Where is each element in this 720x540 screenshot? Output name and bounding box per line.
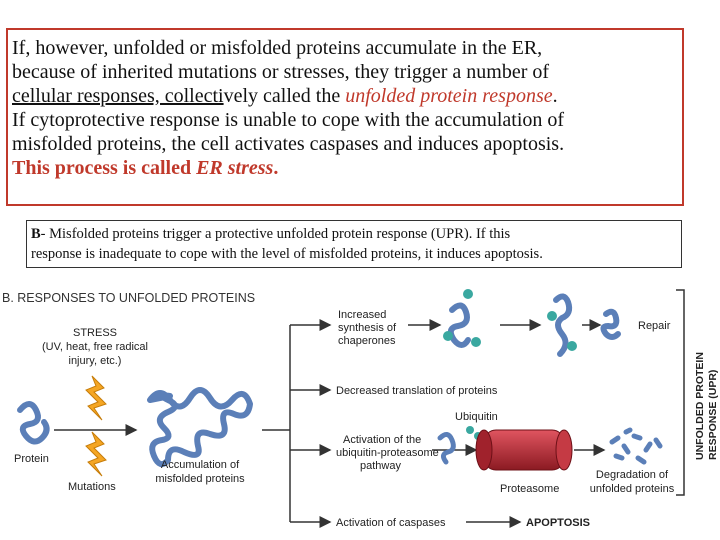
stress-detail-1: (UV, heat, free radical <box>42 341 148 353</box>
caption-label: B <box>31 226 41 242</box>
refolding-protein-icon <box>553 293 573 357</box>
chaperones-label-3: chaperones <box>338 335 396 347</box>
caption-line-2: response is inadequate to cope with the … <box>31 246 543 262</box>
misfolded-aggregate-icon <box>147 387 253 468</box>
proteasome-icon <box>483 429 565 471</box>
chaperone-protein-icon <box>447 302 471 348</box>
upr-term: unfolded protein response <box>345 85 553 107</box>
stress-label: STRESS <box>73 327 117 339</box>
caption-box: B- Misfolded proteins trigger a protecti… <box>26 220 682 268</box>
accumulation-label-1: Accumulation of <box>161 459 240 471</box>
mutation-bolt-icon <box>85 431 107 477</box>
text-line-3: cellular responses, collectively called … <box>12 84 678 108</box>
text-line-5: misfolded proteins, the cell activates c… <box>12 133 565 155</box>
activation-label-3: pathway <box>360 460 401 472</box>
upr-label-2: RESPONSE (UPR) <box>707 370 719 460</box>
stress-bolt-icon <box>85 375 107 421</box>
main-text-box: If, however, unfolded or misfolded prote… <box>6 28 684 206</box>
text-line-4: If cytoprotective response is unable to … <box>12 109 565 131</box>
apoptosis-label: APOPTOSIS <box>526 517 590 529</box>
accumulation-label-2: misfolded proteins <box>155 473 245 485</box>
degradation-label-2: unfolded proteins <box>590 483 675 495</box>
degradation-label-1: Degradation of <box>596 469 669 481</box>
decreased-translation-label: Decreased translation of proteins <box>336 385 498 397</box>
caption-text-1: - Misfolded proteins trigger a protectiv… <box>40 226 511 242</box>
caption-line-1: B- Misfolded proteins trigger a protecti… <box>31 224 677 244</box>
upr-figure: B. RESPONSES TO UNFOLDED PROTEINS STRESS… <box>2 289 719 529</box>
protein-icon <box>17 401 50 445</box>
caspases-label: Activation of caspases <box>336 517 446 529</box>
upr-label-1: UNFOLDED PROTEIN <box>694 352 706 460</box>
stress-lead: This process is called <box>12 157 197 179</box>
text-line-1: If, however, unfolded or misfolded prote… <box>12 37 543 59</box>
ubiquitinated-protein-icon <box>437 432 456 465</box>
figure-title: B. RESPONSES TO UNFOLDED PROTEINS <box>2 291 255 305</box>
period: . <box>552 85 558 107</box>
repaired-protein-icon <box>600 308 621 340</box>
degraded-fragments-icon <box>609 427 663 465</box>
chaperones-label-1: Increased <box>338 309 386 321</box>
stress-detail-2: injury, etc.) <box>69 355 122 367</box>
text-line-2: because of inherited mutations or stress… <box>12 61 550 83</box>
activation-label-1: Activation of the <box>343 434 421 446</box>
er-stress-term: ER stress <box>196 157 274 179</box>
stress-period: . <box>273 157 279 179</box>
repair-label: Repair <box>638 320 671 332</box>
protein-label: Protein <box>14 453 49 465</box>
chaperones-label-2: synthesis of <box>338 322 397 334</box>
activation-label-2: ubiquitin-proteasome <box>336 447 439 459</box>
upr-bracket <box>676 289 685 496</box>
plain-text: vely called the <box>223 85 346 107</box>
mutations-label: Mutations <box>68 481 116 493</box>
ubiquitin-label: Ubiquitin <box>455 411 498 423</box>
underlined-text: cellular responses, collecti <box>12 85 224 107</box>
text-line-6: This process is called ER stress. <box>12 156 678 180</box>
proteasome-label: Proteasome <box>500 483 559 495</box>
